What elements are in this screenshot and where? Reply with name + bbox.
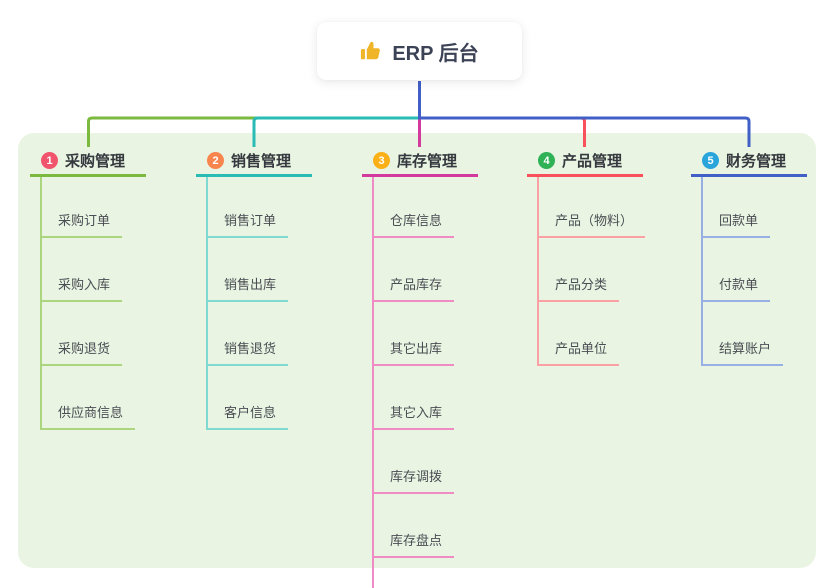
child-label: 回款单 xyxy=(719,213,759,228)
child-label: 销售订单 xyxy=(224,213,277,228)
child-node[interactable]: 其它出库 xyxy=(374,302,455,366)
thumbs-up-icon xyxy=(360,40,382,62)
branch-number-badge: 3 xyxy=(373,152,390,169)
child-label: 供应商信息 xyxy=(58,405,124,420)
branch-children: 销售订单 销售出库 销售退货 客户信息 xyxy=(206,177,312,430)
child-node[interactable]: 销售出库 xyxy=(208,238,289,302)
child-label: 库存盘点 xyxy=(390,533,443,548)
child-node[interactable]: 库存盘点 xyxy=(374,494,455,558)
branch-title-label: 库存管理 xyxy=(397,153,458,170)
child-node[interactable]: 采购入库 xyxy=(42,238,123,302)
branch-purchase: 1 采购管理 采购订单 采购入库 采购退货 供应商信息 xyxy=(30,147,146,430)
child-node[interactable]: 库存调拨 xyxy=(374,430,455,494)
branch-sales: 2 销售管理 销售订单 销售出库 销售退货 客户信息 xyxy=(196,147,312,430)
child-node[interactable]: 结算账户 xyxy=(703,302,784,366)
child-label: 其它出库 xyxy=(390,341,443,356)
branch-title-purchase[interactable]: 1 采购管理 xyxy=(30,147,146,177)
child-node[interactable]: 产品（物料） xyxy=(539,177,646,238)
root-node[interactable]: ERP 后台 xyxy=(317,22,522,80)
child-node[interactable]: 客户信息 xyxy=(208,366,289,430)
branch-children: 回款单 付款单 结算账户 xyxy=(701,177,807,366)
branch-title-inventory[interactable]: 3 库存管理 xyxy=(362,147,478,177)
branch-children: 产品（物料） 产品分类 产品单位 xyxy=(537,177,646,366)
branch-title-label: 销售管理 xyxy=(231,153,292,170)
child-label: 仓库信息 xyxy=(390,213,443,228)
child-label: 采购订单 xyxy=(58,213,111,228)
child-label: 库存调拨 xyxy=(390,469,443,484)
branch-title-finance[interactable]: 5 财务管理 xyxy=(691,147,807,177)
branch-title-label: 采购管理 xyxy=(65,153,126,170)
child-node[interactable]: 采购退货 xyxy=(42,302,123,366)
branch-children: 采购订单 采购入库 采购退货 供应商信息 xyxy=(40,177,146,430)
child-label: 其它入库 xyxy=(390,405,443,420)
child-label: 产品（物料） xyxy=(555,213,634,228)
child-node[interactable]: 仓库信息 xyxy=(374,177,455,238)
child-node[interactable]: 产品单位 xyxy=(539,302,620,366)
branch-number-badge: 2 xyxy=(207,152,224,169)
child-label: 产品库存 xyxy=(390,277,443,292)
child-label: 结算账户 xyxy=(719,341,772,356)
child-node[interactable]: 产品库存 xyxy=(374,238,455,302)
child-node[interactable]: 回款单 xyxy=(703,177,771,238)
child-node[interactable]: 其它入库 xyxy=(374,366,455,430)
branch-number-badge: 4 xyxy=(538,152,555,169)
child-node[interactable]: 付款单 xyxy=(703,238,771,302)
child-node[interactable]: 采购订单 xyxy=(42,177,123,238)
branch-inventory: 3 库存管理 仓库信息 产品库存 其它出库 其它入库 库存调拨 库存盘点 出库库… xyxy=(362,147,478,588)
child-label: 产品分类 xyxy=(555,277,608,292)
child-node[interactable]: 供应商信息 xyxy=(42,366,136,430)
branch-number-badge: 5 xyxy=(702,152,719,169)
branch-title-product[interactable]: 4 产品管理 xyxy=(527,147,643,177)
child-node[interactable]: 销售退货 xyxy=(208,302,289,366)
branch-product: 4 产品管理 产品（物料） 产品分类 产品单位 xyxy=(527,147,646,366)
branches-panel xyxy=(18,133,816,568)
branch-title-sales[interactable]: 2 销售管理 xyxy=(196,147,312,177)
child-label: 付款单 xyxy=(719,277,759,292)
branch-title-label: 财务管理 xyxy=(726,153,787,170)
child-label: 采购入库 xyxy=(58,277,111,292)
branch-children: 仓库信息 产品库存 其它出库 其它入库 库存调拨 库存盘点 出库库明细 xyxy=(372,177,478,588)
child-node[interactable]: 销售订单 xyxy=(208,177,289,238)
child-label: 客户信息 xyxy=(224,405,277,420)
child-label: 产品单位 xyxy=(555,341,608,356)
child-label: 销售出库 xyxy=(224,277,277,292)
child-node[interactable]: 出库库明细 xyxy=(374,558,467,588)
branch-finance: 5 财务管理 回款单 付款单 结算账户 xyxy=(691,147,807,366)
branch-number-badge: 1 xyxy=(41,152,58,169)
child-label: 采购退货 xyxy=(58,341,111,356)
root-label: ERP 后台 xyxy=(392,42,479,65)
branch-title-label: 产品管理 xyxy=(562,153,623,170)
child-node[interactable]: 产品分类 xyxy=(539,238,620,302)
child-label: 销售退货 xyxy=(224,341,277,356)
